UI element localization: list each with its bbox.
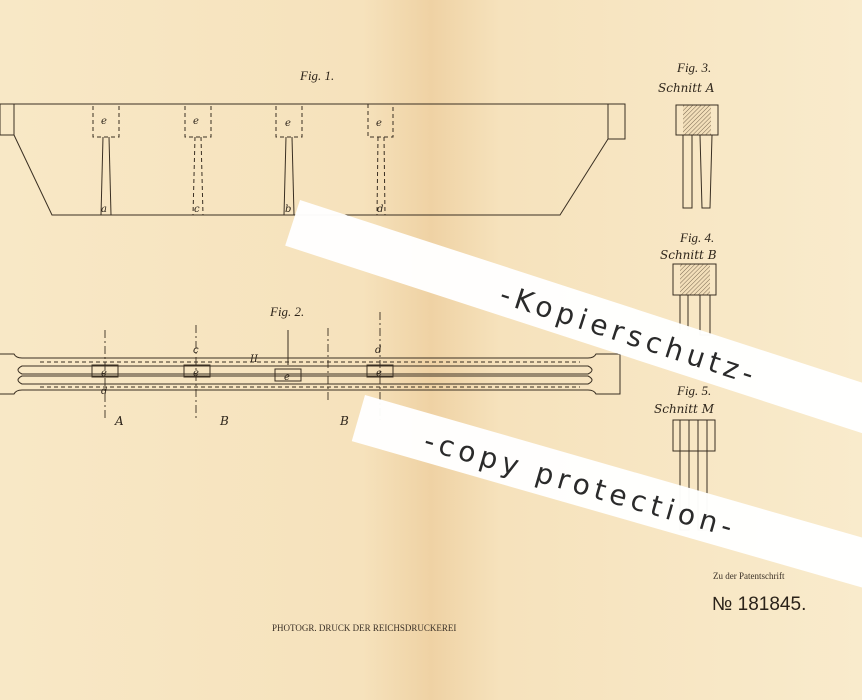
fig3-caption: Schnitt A (658, 81, 715, 95)
figure-2: Fig. 2. e e e e c d d II A B B (0, 304, 621, 428)
section-label-b: B (219, 414, 229, 428)
label-e: e (376, 368, 382, 379)
label-d: d (375, 345, 381, 356)
label-e: e (376, 118, 382, 129)
label-e: e (285, 118, 291, 129)
fig4-title: Fig. 4. (679, 230, 714, 245)
label-b: b (285, 204, 291, 215)
section-label-a: A (114, 414, 124, 428)
fig4-caption: Schnitt B (660, 248, 717, 262)
label-d: d (377, 204, 383, 215)
printer-note: PHOTOGR. DRUCK DER REICHSDRUCKEREI (272, 623, 456, 633)
figure-4: Fig. 4. Schnitt B (660, 230, 717, 336)
label-e: e (101, 368, 107, 379)
figure-5: Fig. 5. Schnitt M (654, 383, 716, 531)
label-c: c (193, 345, 199, 356)
label-d: d (101, 386, 107, 397)
fig5-caption: Schnitt M (654, 402, 715, 416)
patent-number: № 181845. (712, 594, 806, 615)
patent-note: Zu der Patentschrift (713, 571, 785, 581)
fig2-title: Fig. 2. (269, 304, 304, 319)
label-a: a (101, 204, 107, 215)
section-label-b: B (339, 414, 349, 428)
label-e: e (284, 372, 290, 383)
figure-3: Fig. 3. Schnitt A (658, 60, 719, 209)
label-ii: II (249, 354, 259, 365)
label-e: e (101, 116, 107, 127)
label-e: e (193, 368, 199, 379)
label-e: e (193, 116, 199, 127)
fig3-title: Fig. 3. (676, 60, 711, 75)
fig1-title: Fig. 1. (299, 68, 334, 83)
fig5-title: Fig. 5. (676, 383, 711, 398)
label-c: c (194, 204, 200, 215)
